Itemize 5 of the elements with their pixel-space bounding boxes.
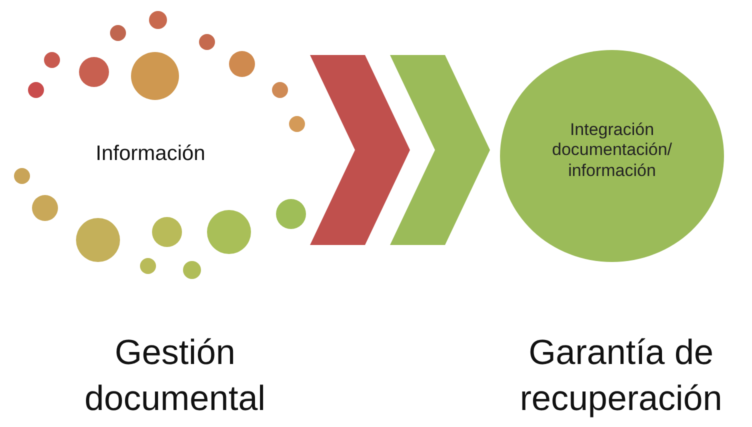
caption-text: Garantía de recuperación [518, 332, 724, 420]
node-label: Integración documentación/ información [550, 120, 674, 182]
caption-text: Gestión documental [84, 332, 266, 420]
node-label: Información [96, 142, 206, 166]
chevron-arrow [310, 55, 490, 245]
